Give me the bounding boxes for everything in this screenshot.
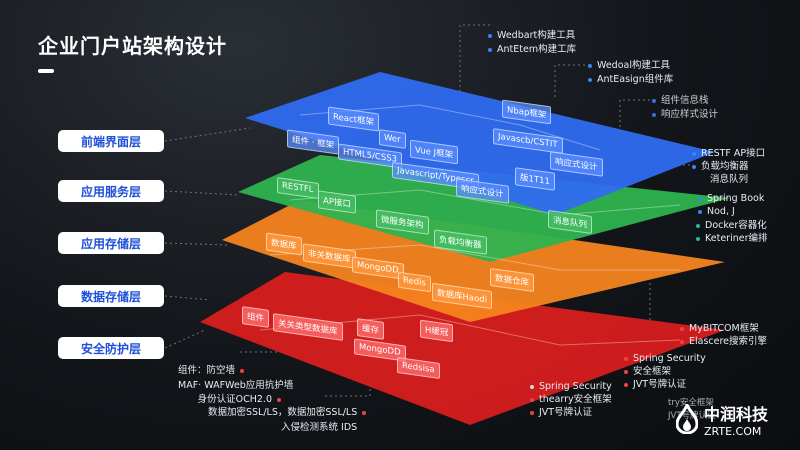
note-orm-search: MyBITCOM框架 Elascere搜索引擎 [680, 322, 767, 348]
service-layer-plane [238, 155, 730, 262]
block-cache: 缓存 [357, 318, 385, 340]
layer-label-service: 应用服务层 [58, 180, 164, 202]
note-component-stack: 组件信息栈 响应样式设计 [652, 94, 718, 121]
connector-line [554, 64, 590, 100]
note-security-left-2: 数据加密SSL/LS，数据加密SSL/LS 入侵检测系统 IDS [208, 406, 371, 435]
connector-line [164, 190, 241, 196]
flame-icon [676, 404, 698, 434]
brand-logo: 中润科技 ZRTE.COM [676, 398, 794, 440]
connector-line [164, 127, 251, 142]
storage-layer-plane [222, 200, 725, 322]
block-component: 组件 [242, 306, 270, 328]
note-security-left: 组件：防空墙 MAF· WAFWeb应用抗护墙 身份认证OCH2.0 [178, 365, 294, 405]
note-security-mid: Spring Security thearry安全框架 JVT号牌认证 [530, 380, 612, 419]
connector-line [164, 242, 229, 246]
connector-line [459, 24, 490, 95]
note-build-tools-2: Wedoal构建工具 AntEasign组件库 [588, 59, 673, 86]
note-security-faded: try安全框架 JVT号牌认证 [668, 398, 716, 421]
layer-label-data-storage: 数据存储层 [58, 285, 164, 307]
frontend-layer-plane [245, 72, 715, 215]
note-build-tools-1: Wedbart构建工具 AntEtem构建工库 [488, 29, 576, 56]
logo-en: ZRTE.COM [704, 424, 762, 438]
note-security-right: Spring Security 安全框架 JVT号牌认证 [624, 352, 706, 391]
note-backend-frameworks: Spring Book Nod, J [698, 192, 764, 218]
connector-line [164, 329, 206, 349]
logo-cn: 中润科技 [704, 404, 769, 424]
layer-label-app-storage: 应用存储层 [58, 232, 164, 254]
title-underline [38, 69, 54, 73]
connector-line [619, 99, 655, 135]
note-containers: Docker容器化 Keteriner编排 [696, 219, 768, 245]
connector-line [164, 295, 211, 301]
security-layer-plane [200, 272, 725, 425]
note-service-api: RESTF AP接口 负载均衡器 消息队列 [692, 147, 765, 186]
layer-label-frontend: 前端界面层 [58, 130, 164, 152]
page-title: 企业门户站架构设计 [38, 34, 227, 58]
layer-label-security: 安全防护层 [58, 337, 164, 359]
